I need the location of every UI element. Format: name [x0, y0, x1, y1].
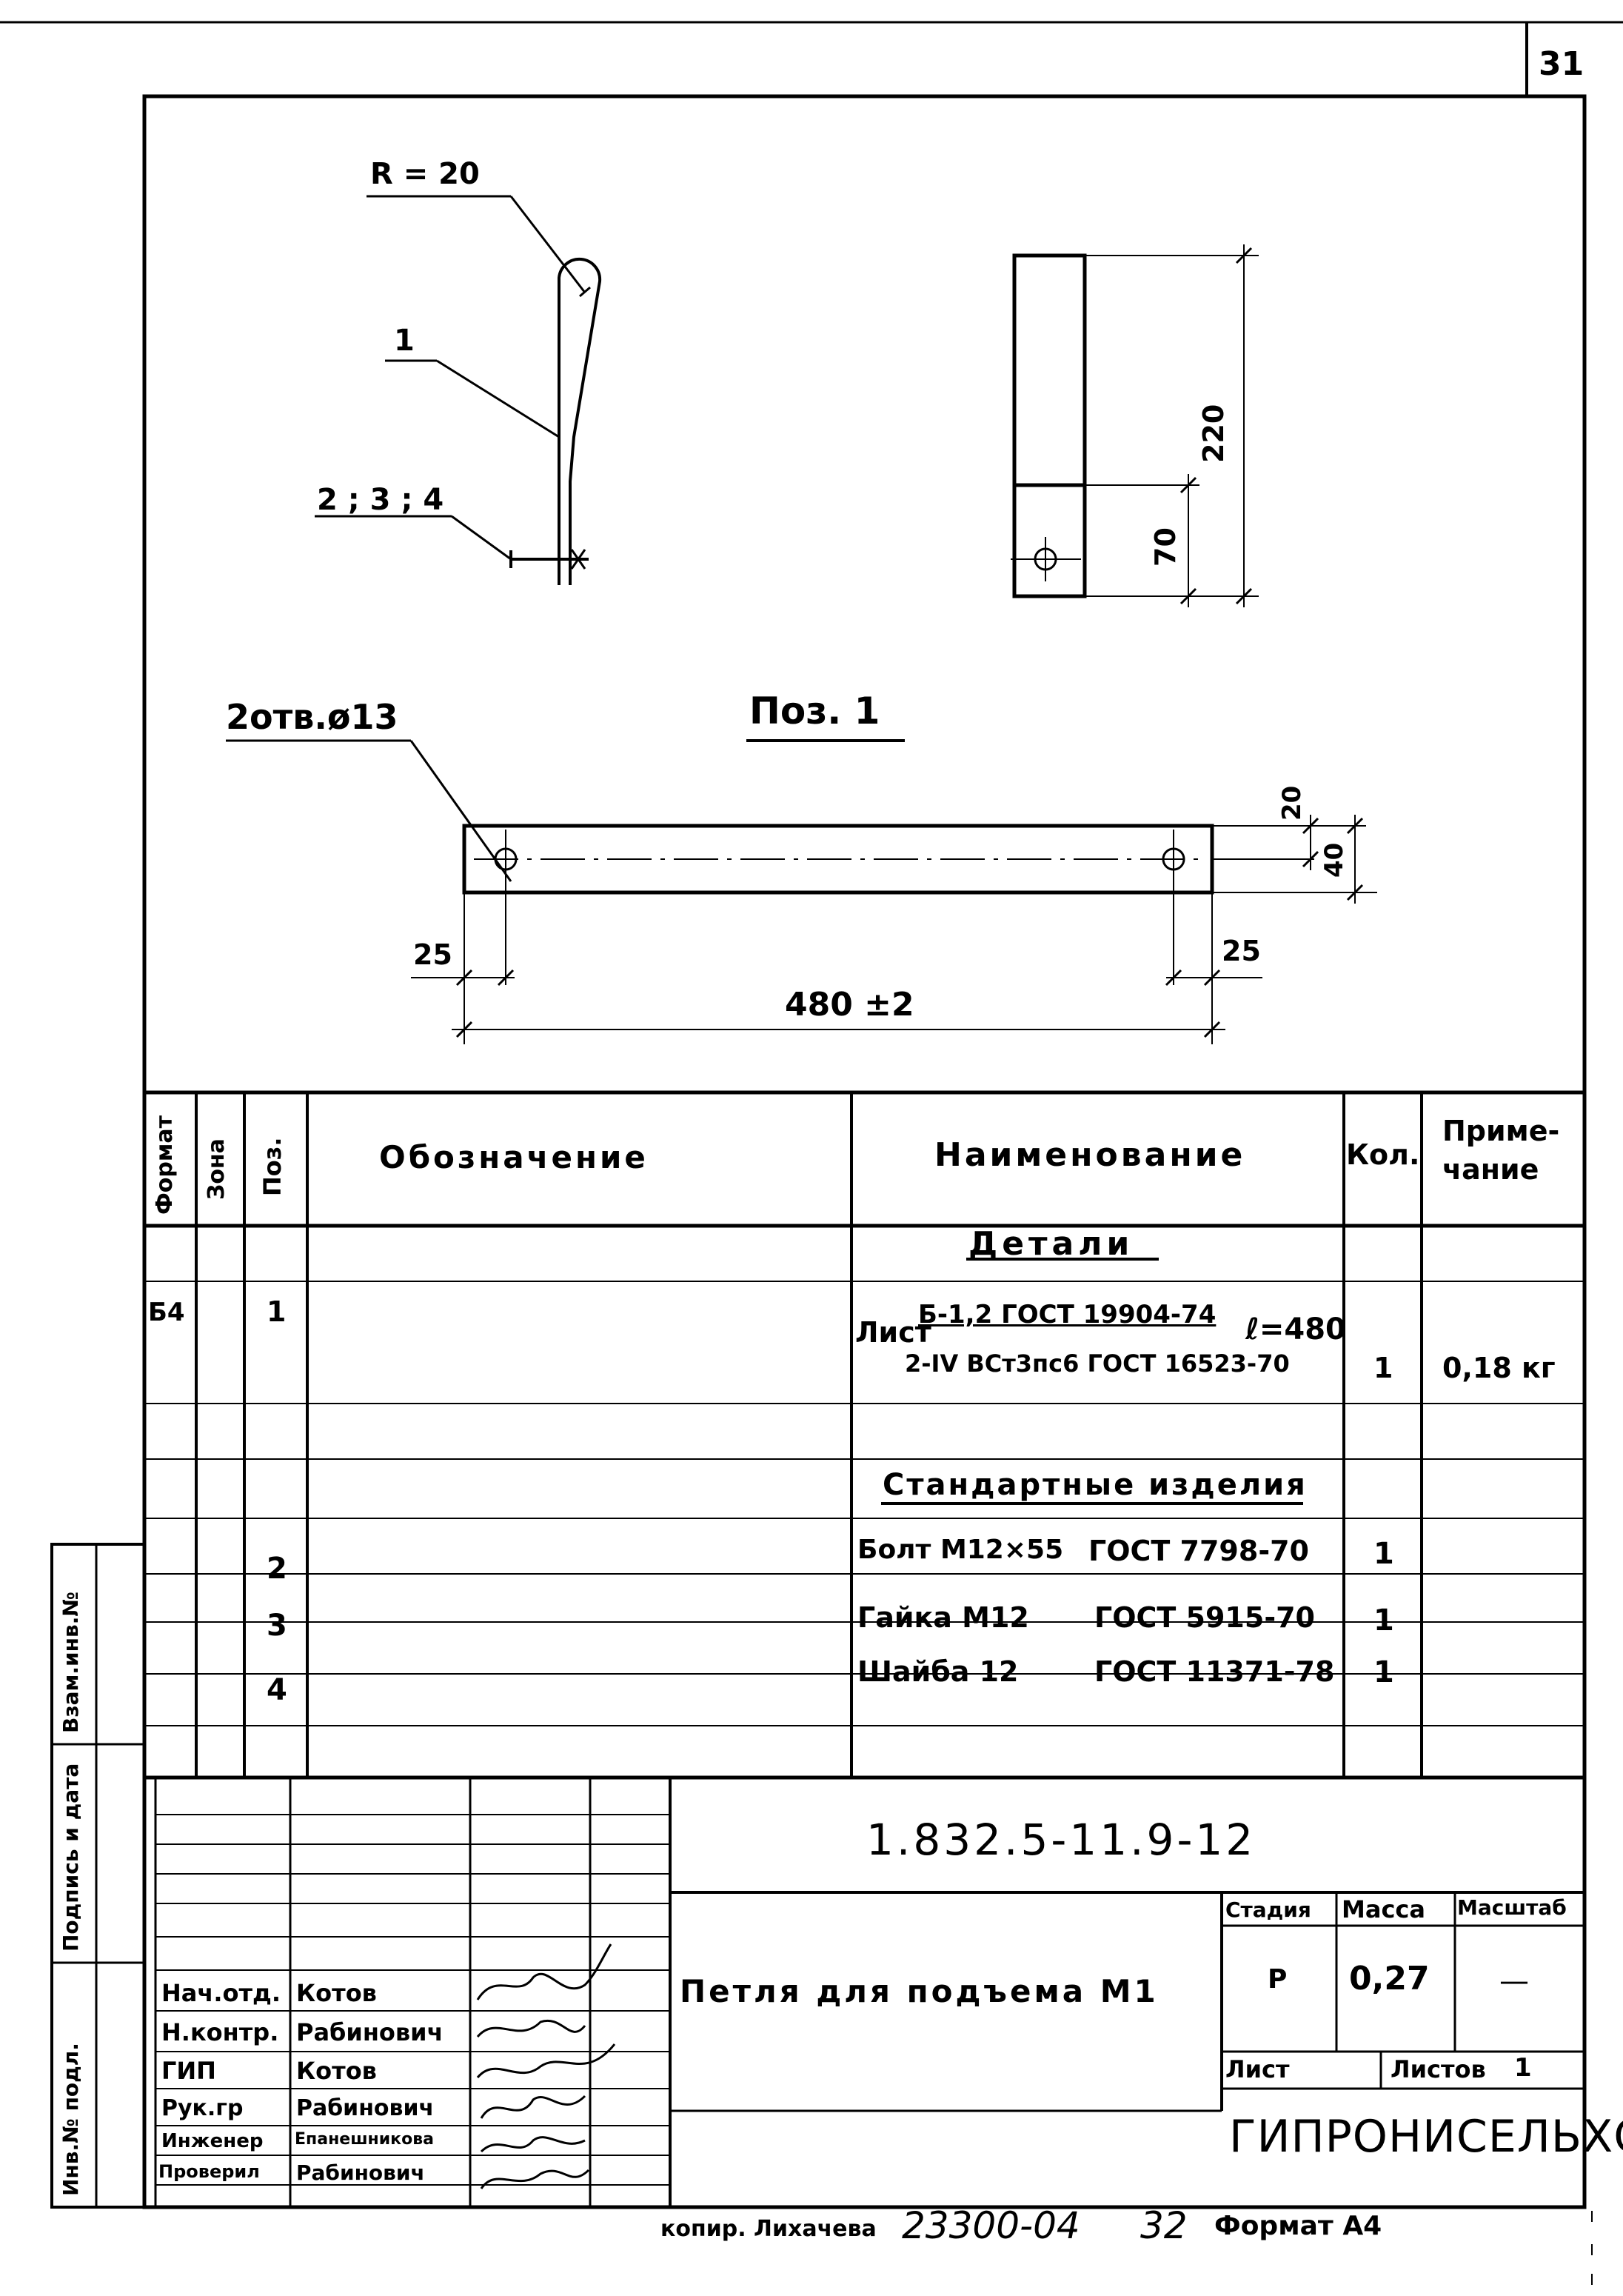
- signer-role: Н.контр.: [161, 2018, 279, 2046]
- signer-name: Епанешникова: [295, 2130, 434, 2149]
- stamp-inv-podl: Инв.№ подл.: [58, 2043, 83, 2196]
- leader-234-label: 2 ; 3 ; 4: [317, 483, 444, 517]
- sheets-count: 1: [1514, 2053, 1532, 2083]
- header-note-2: чание: [1442, 1153, 1539, 1186]
- signature-4: [480, 2095, 586, 2119]
- footer-order-number: 23300-04: [902, 2204, 1080, 2247]
- row4-qty: 1: [1373, 1655, 1394, 1689]
- row1-qty: 1: [1373, 1352, 1393, 1384]
- signer-role: Проверил: [158, 2161, 260, 2182]
- header-qty: Кол.: [1346, 1138, 1420, 1171]
- row4-gost: ГОСТ 11371-78: [1094, 1655, 1335, 1688]
- header-zone: Зона: [204, 1138, 230, 1200]
- stage-value: Р: [1268, 1964, 1288, 1995]
- radius-label: R = 20: [370, 157, 480, 191]
- dim-25-right-label: 25: [1222, 935, 1261, 967]
- signature-5: [480, 2136, 586, 2153]
- row1-name-length: ℓ=480: [1245, 1312, 1346, 1346]
- row2-qty: 1: [1373, 1537, 1394, 1571]
- sheets-label: Листов: [1391, 2055, 1486, 2083]
- doc-title: Петля для подъема М1: [680, 1973, 1159, 2009]
- signer-role: Инженер: [161, 2130, 264, 2152]
- signer-name: Рабинович: [296, 2160, 425, 2185]
- scale-value: —: [1499, 1964, 1529, 1998]
- header-pos: Поз.: [258, 1137, 287, 1196]
- row3-name: Гайка М12: [857, 1601, 1029, 1634]
- signer-name: Рабинович: [296, 2018, 444, 2046]
- sheet-label: Лист: [1225, 2055, 1290, 2083]
- scale-label: Масштаб: [1457, 1895, 1567, 1920]
- signer-name: Котов: [296, 1979, 377, 2007]
- row3-gost: ГОСТ 5915-70: [1094, 1601, 1315, 1634]
- row4-pos: 4: [267, 1673, 287, 1707]
- row1-name-prefix: Лист: [855, 1316, 931, 1349]
- stage-label: Стадия: [1225, 1898, 1311, 1922]
- row1-format: Б4: [148, 1298, 185, 1327]
- row1-name-bottom: 2-IV ВСт3пс6 ГОСТ 16523-70: [905, 1349, 1290, 1378]
- stamp-podpis-data: Подпись и дата: [58, 1763, 83, 1952]
- dim-70-label: 70: [1149, 527, 1182, 567]
- signer-name: Котов: [296, 2057, 377, 2085]
- header-name: Наименование: [934, 1136, 1246, 1174]
- mass-label: Масса: [1342, 1895, 1425, 1923]
- footer-page-ref: 32: [1140, 2204, 1188, 2247]
- mass-value: 0,27: [1349, 1960, 1430, 1998]
- dim-25-left-label: 25: [413, 938, 452, 971]
- organization: ГИПРОНИСЕЛЬХОЗ: [1229, 2111, 1623, 2163]
- section-details: Детали: [968, 1225, 1134, 1263]
- row1-name-top: Б-1,2 ГОСТ 19904-74: [918, 1300, 1217, 1329]
- part-title: Поз. 1: [749, 690, 880, 732]
- leader-1-label: 1: [394, 324, 415, 358]
- signature-1: [476, 1943, 612, 2000]
- row2-gost: ГОСТ 7798-70: [1088, 1535, 1309, 1567]
- section-standard: Стандартные изделия: [883, 1468, 1308, 1502]
- dim-20-label: 20: [1277, 785, 1307, 821]
- signer-role: ГИП: [161, 2057, 216, 2085]
- sheet-number: 31: [1539, 45, 1584, 83]
- row2-name: Болт М12×55: [857, 1535, 1064, 1565]
- dim-220-label: 220: [1197, 404, 1230, 463]
- dim-40-label: 40: [1319, 842, 1349, 878]
- row3-pos: 3: [267, 1609, 287, 1643]
- row1-pos: 1: [267, 1295, 287, 1328]
- signature-3: [476, 2043, 616, 2078]
- holes-label: 2отв.ø13: [226, 697, 398, 737]
- row3-qty: 1: [1373, 1603, 1394, 1638]
- footer-format: Формат А4: [1214, 2211, 1382, 2241]
- footer-copied-by: копир. Лихачева: [660, 2216, 877, 2242]
- signature-6: [480, 2169, 590, 2189]
- signer-role: Нач.отд.: [161, 1979, 281, 2007]
- header-designation: Обозначение: [379, 1139, 649, 1175]
- header-format: Формат: [152, 1115, 178, 1215]
- stamp-vzam-inv: Взам.инв.№: [58, 1591, 83, 1733]
- dim-480-label: 480 ±2: [785, 986, 914, 1024]
- row1-note: 0,18 кг: [1442, 1352, 1556, 1384]
- row2-pos: 2: [267, 1552, 287, 1586]
- signer-name: Рабинович: [296, 2095, 435, 2121]
- row4-name: Шайба 12: [857, 1655, 1019, 1688]
- signer-role: Рук.гр: [161, 2095, 244, 2121]
- header-note-1: Приме-: [1442, 1115, 1560, 1147]
- signature-2: [476, 2019, 586, 2038]
- doc-number: 1.832.5-11.9-12: [866, 1815, 1256, 1865]
